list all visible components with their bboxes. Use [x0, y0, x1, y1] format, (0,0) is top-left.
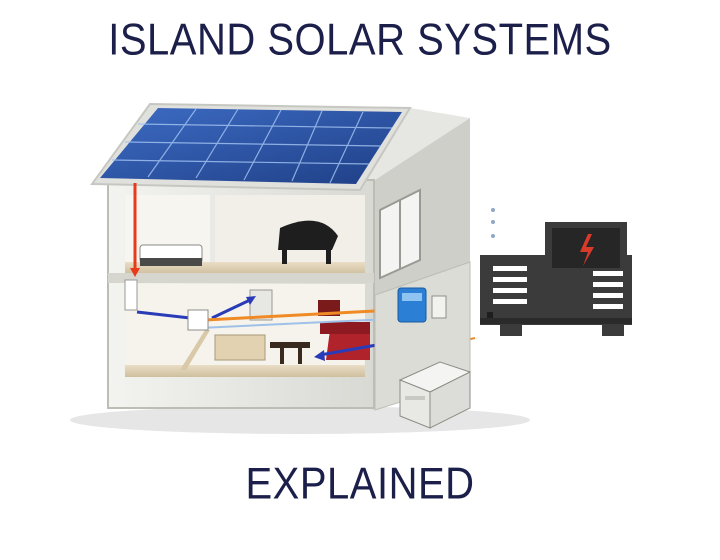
combiner-box-icon	[125, 280, 137, 310]
page-subtitle: EXPLAINED	[0, 459, 720, 509]
generator-icon	[480, 222, 632, 336]
distribution-box-icon	[188, 310, 208, 330]
sofa-icon	[326, 330, 370, 360]
counter-icon	[215, 335, 265, 360]
connector-dots	[491, 208, 495, 238]
charge-controller-icon	[432, 296, 446, 318]
table-icon	[270, 342, 310, 348]
